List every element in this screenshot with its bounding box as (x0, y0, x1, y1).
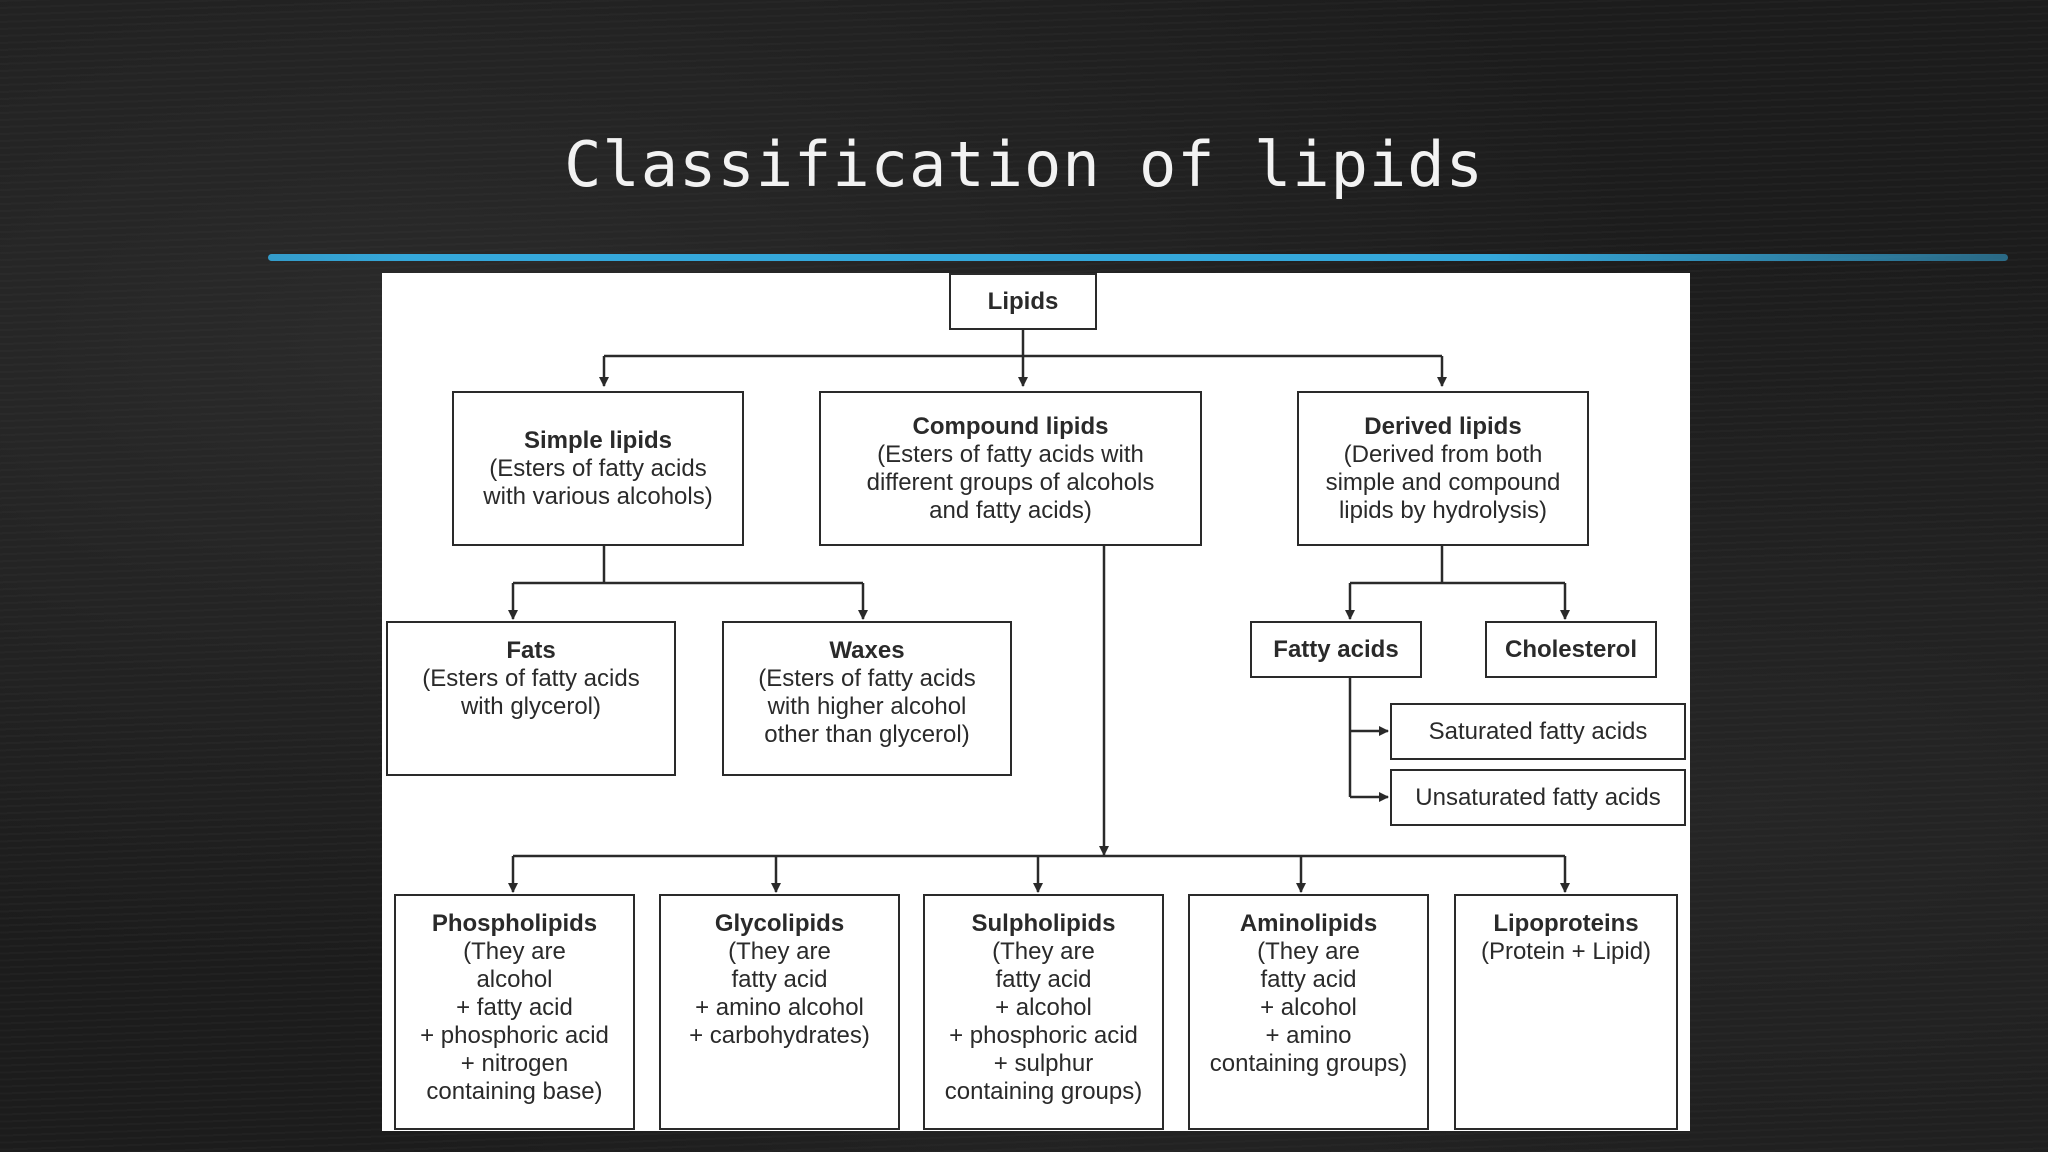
node-glycolipids: Glycolipids (They are fatty acid + amino… (659, 894, 900, 1130)
connector-lines (508, 329, 1570, 893)
node-compound-lipids-desc: (Esters of fatty acids with different gr… (866, 440, 1155, 524)
node-fats: Fats (Esters of fatty acids with glycero… (386, 621, 676, 776)
node-lipoproteins-title: Lipoproteins (1493, 910, 1639, 937)
node-sulpholipids-desc: (They are fatty acid + alcohol + phospho… (944, 938, 1143, 1105)
node-derived-lipids-desc: (Derived from both simple and compound l… (1325, 440, 1561, 524)
node-lipids: Lipids (949, 273, 1097, 330)
node-fatty-acids-title: Fatty acids (1273, 635, 1399, 663)
node-simple-lipids-desc: (Esters of fatty acids with various alco… (483, 454, 713, 510)
slide-title: Classification of lipids (564, 128, 1484, 201)
node-fatty-acids: Fatty acids (1250, 621, 1422, 678)
node-compound-lipids: Compound lipids (Esters of fatty acids w… (819, 391, 1202, 546)
node-derived-lipids-title: Derived lipids (1364, 412, 1522, 440)
node-phospholipids-title: Phospholipids (431, 910, 598, 937)
node-waxes: Waxes (Esters of fatty acids with higher… (722, 621, 1012, 776)
node-glycolipids-title: Glycolipids (714, 910, 845, 937)
node-cholesterol-title: Cholesterol (1504, 635, 1638, 663)
node-simple-lipids-title: Simple lipids (523, 426, 673, 454)
node-derived-lipids: Derived lipids (Derived from both simple… (1297, 391, 1589, 546)
node-aminolipids: Aminolipids (They are fatty acid + alcoh… (1188, 894, 1429, 1130)
node-fats-desc: (Esters of fatty acids with glycerol) (422, 665, 640, 720)
node-simple-lipids: Simple lipids (Esters of fatty acids wit… (452, 391, 744, 546)
node-cholesterol: Cholesterol (1485, 621, 1657, 678)
node-aminolipids-desc: (They are fatty acid + alcohol + amino c… (1209, 938, 1408, 1077)
node-sulpholipids: Sulpholipids (They are fatty acid + alco… (923, 894, 1164, 1130)
node-lipids-title: Lipids (987, 287, 1059, 315)
node-unsaturated-fatty-acids-title: Unsaturated fatty acids (1415, 783, 1661, 811)
node-phospholipids: Phospholipids (They are alcohol + fatty … (394, 894, 635, 1130)
node-saturated-fatty-acids-title: Saturated fatty acids (1428, 717, 1648, 745)
node-lipoproteins-desc: (Protein + Lipid) (1480, 938, 1652, 965)
node-sulpholipids-title: Sulpholipids (971, 910, 1116, 937)
node-waxes-title: Waxes (829, 637, 905, 664)
node-unsaturated-fatty-acids: Unsaturated fatty acids (1390, 769, 1686, 826)
node-lipoproteins: Lipoproteins (Protein + Lipid) (1454, 894, 1678, 1130)
node-waxes-desc: (Esters of fatty acids with higher alcoh… (758, 665, 976, 748)
node-glycolipids-desc: (They are fatty acid + amino alcohol + c… (689, 938, 870, 1049)
node-compound-lipids-title: Compound lipids (912, 412, 1109, 440)
node-phospholipids-desc: (They are alcohol + fatty acid + phospho… (420, 938, 609, 1105)
title-divider (268, 254, 2008, 261)
node-aminolipids-title: Aminolipids (1239, 910, 1378, 937)
node-saturated-fatty-acids: Saturated fatty acids (1390, 703, 1686, 760)
diagram-panel: Lipids Simple lipids (Esters of fatty ac… (382, 273, 1690, 1131)
node-fats-title: Fats (506, 637, 556, 664)
